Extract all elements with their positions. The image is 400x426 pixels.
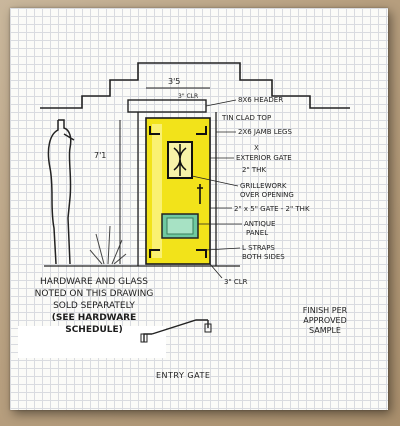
width-dimension-label: 3'5 (168, 77, 180, 86)
hardware-note: HARDWARE AND GLASS NOTED ON THIS DRAWING… (24, 276, 164, 336)
finish-note-line-3: SAMPLE (309, 326, 341, 335)
plan-post-right (204, 323, 212, 333)
bottom-clearance-label: 3" CLR (224, 278, 248, 286)
gate-elevation-drawing: 3'5 7'1 3" CLR 3" CLR 8X6 HEADER TIN CLA… (40, 62, 350, 380)
callout-2in-thk: 2" THK (242, 166, 266, 174)
callout-grillework: GRILLEWORK (240, 182, 287, 190)
finish-note: FINISH PER APPROVED SAMPLE (290, 306, 360, 336)
l-strap-bottom-left (149, 249, 160, 258)
gate-handle (197, 184, 203, 204)
hardware-note-line-1: HARDWARE AND GLASS (40, 277, 148, 287)
finish-note-line-2: APPROVED (303, 316, 347, 325)
callout-panel: PANEL (246, 229, 268, 237)
plan-post-left (140, 333, 148, 343)
callout-both-sides: BOTH SIDES (242, 253, 285, 261)
finish-note-line-1: FINISH PER (302, 306, 348, 315)
callout-antique: ANTIQUE (244, 220, 275, 228)
callout-x: X (254, 144, 259, 152)
height-dimension-label: 7'1 (94, 151, 106, 160)
header-beam (127, 99, 207, 113)
callout-exterior-gate: EXTERIOR GATE (236, 154, 292, 162)
callout-gate-size: 2" x 5" GATE - 2" THK (234, 205, 310, 213)
hardware-note-line-4: (SEE HARDWARE SCHEDULE) (51, 313, 137, 335)
hardware-note-line-2: NOTED ON THIS DRAWING (34, 289, 154, 299)
callout-tin-clad: TIN CLAD TOP (221, 114, 271, 122)
gate-highlight (152, 124, 162, 258)
callout-group: 8X6 HEADER TIN CLAD TOP 2X6 JAMB LEGS X … (191, 96, 310, 261)
plant-sketch (89, 225, 127, 265)
callout-jamb-legs: 2X6 JAMB LEGS (238, 128, 292, 136)
grillework-scroll (173, 144, 187, 176)
drawing-title: ENTRY GATE (156, 371, 210, 380)
antique-panel-inner (166, 217, 194, 235)
bottom-clearance-leader (209, 263, 223, 279)
callout-over-opening: OVER OPENING (240, 191, 294, 199)
callout-l-straps: L STRAPS (242, 244, 275, 252)
l-strap-top-right (196, 126, 207, 135)
top-clearance-label: 3" CLR (178, 93, 198, 100)
human-figure (47, 119, 75, 265)
l-strap-top-left (149, 126, 160, 135)
callout-header: 8X6 HEADER (238, 96, 283, 104)
wall-outline (40, 62, 350, 109)
hardware-note-line-3: SOLD SEPARATELY (53, 301, 135, 311)
